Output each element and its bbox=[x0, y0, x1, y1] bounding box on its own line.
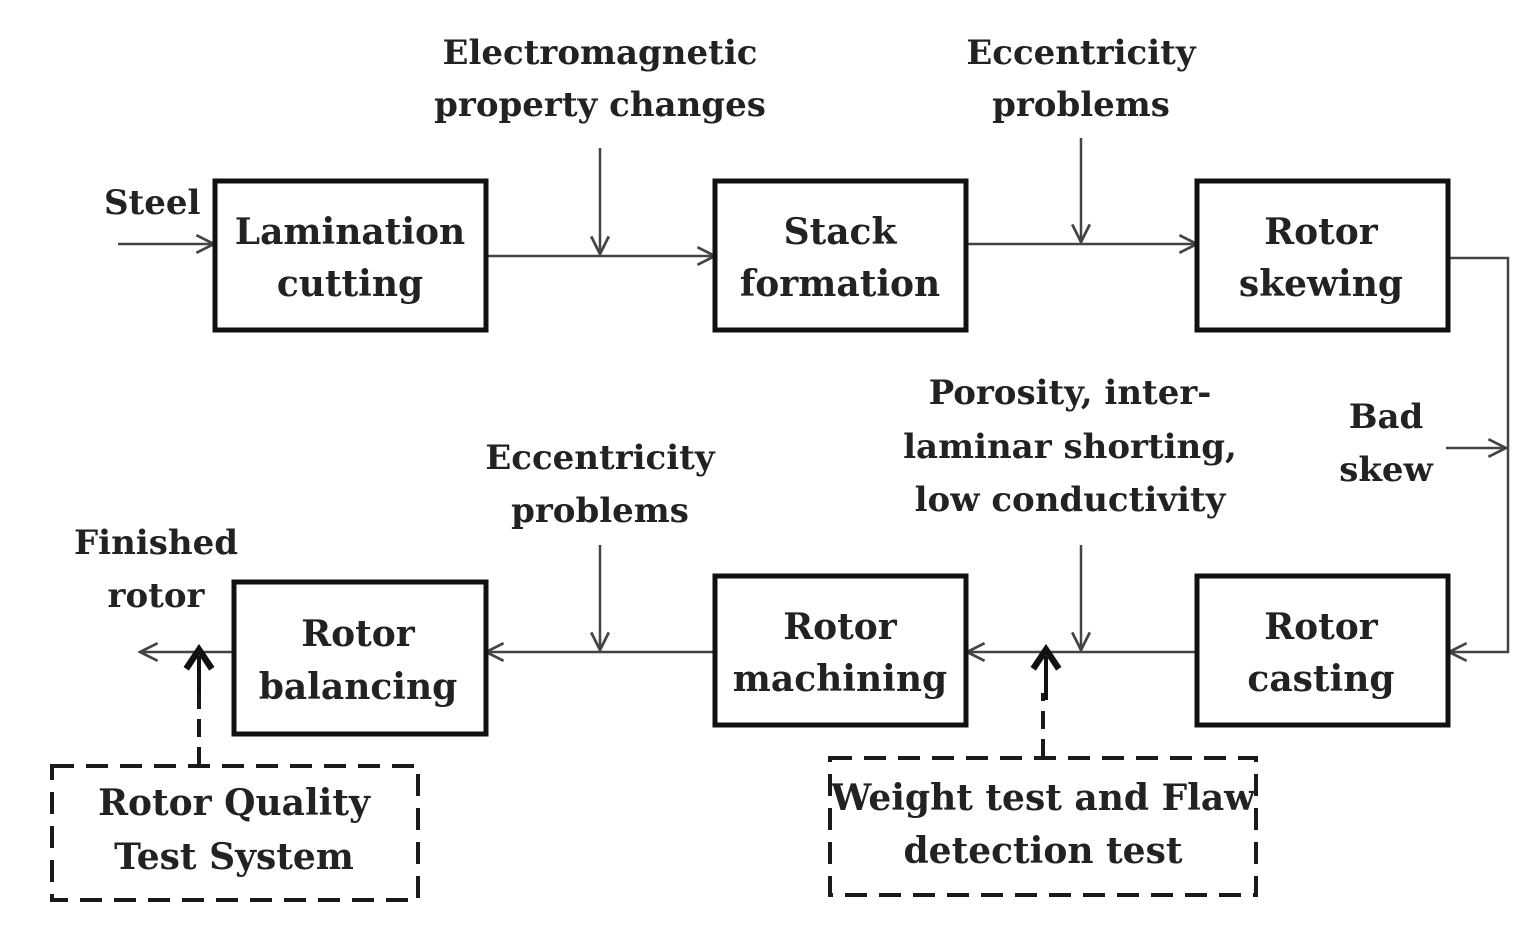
electromagnetic-label-2: property changes bbox=[434, 85, 766, 125]
rotor-casting-box bbox=[1194, 573, 1451, 728]
test-box-labels: Rotor Quality Test System Weight test an… bbox=[98, 777, 1256, 878]
stack-formation-box bbox=[712, 178, 969, 333]
rotor-casting-label-1: Rotor bbox=[1264, 606, 1379, 648]
flow-labels: Steel Finished rotor bbox=[74, 183, 238, 616]
defect-labels: Electromagnetic property changes Eccentr… bbox=[434, 33, 1433, 531]
process-box-labels: Lamination cutting Stack formation Rotor… bbox=[235, 211, 1403, 708]
porosity-label-3: low conductivity bbox=[915, 480, 1227, 520]
eccentricity-bottom-label-1: Eccentricity bbox=[485, 438, 716, 478]
eccentricity-top-label-2: problems bbox=[992, 85, 1170, 125]
rotor-balancing-label-2: balancing bbox=[259, 666, 458, 708]
stack-formation-label-1: Stack bbox=[784, 211, 898, 253]
weight-flaw-test-label-1: Weight test and Flaw bbox=[830, 777, 1256, 819]
rotor-quality-test-label-1: Rotor Quality bbox=[98, 782, 371, 824]
steel-input-label: Steel bbox=[104, 183, 201, 223]
test-feedback-arrows bbox=[183, 643, 1062, 765]
rotor-machining-label-2: machining bbox=[733, 658, 947, 700]
process-boxes bbox=[212, 178, 1451, 737]
porosity-label-1: Porosity, inter- bbox=[929, 373, 1212, 413]
porosity-label-2: laminar shorting, bbox=[903, 427, 1237, 467]
rotor-quality-test-label-2: Test System bbox=[114, 836, 354, 878]
rotor-machining-box bbox=[712, 573, 969, 728]
rotor-balancing-label-1: Rotor bbox=[301, 613, 416, 655]
rotor-machining-label-1: Rotor bbox=[783, 606, 898, 648]
lamination-cutting-box bbox=[212, 178, 489, 333]
rotor-skewing-label-1: Rotor bbox=[1264, 211, 1379, 253]
rotor-balancing-box bbox=[231, 579, 489, 737]
finished-rotor-label-2: rotor bbox=[108, 576, 206, 616]
weight-flaw-test-box bbox=[828, 756, 1258, 897]
test-boxes bbox=[50, 756, 1258, 902]
rotor-skewing-box bbox=[1194, 178, 1451, 333]
bad-skew-label-2: skew bbox=[1339, 450, 1433, 490]
skewing-to-casting-connector bbox=[1448, 256, 1510, 652]
electromagnetic-label-1: Electromagnetic bbox=[443, 33, 758, 73]
eccentricity-top-label-1: Eccentricity bbox=[966, 33, 1197, 73]
weight-flaw-test-label-2: detection test bbox=[904, 830, 1183, 872]
bad-skew-label-1: Bad bbox=[1349, 397, 1424, 437]
eccentricity-bottom-label-2: problems bbox=[511, 491, 689, 531]
defect-arrows bbox=[600, 138, 1506, 650]
rotor-skewing-label-2: skewing bbox=[1239, 263, 1403, 305]
lamination-cutting-label-1: Lamination bbox=[235, 211, 465, 253]
lamination-cutting-label-2: cutting bbox=[277, 263, 423, 305]
finished-rotor-label-1: Finished bbox=[74, 523, 238, 563]
rotor-casting-label-2: casting bbox=[1247, 658, 1394, 700]
stack-formation-label-2: formation bbox=[740, 263, 940, 305]
rotor-quality-test-system-box bbox=[50, 764, 420, 902]
